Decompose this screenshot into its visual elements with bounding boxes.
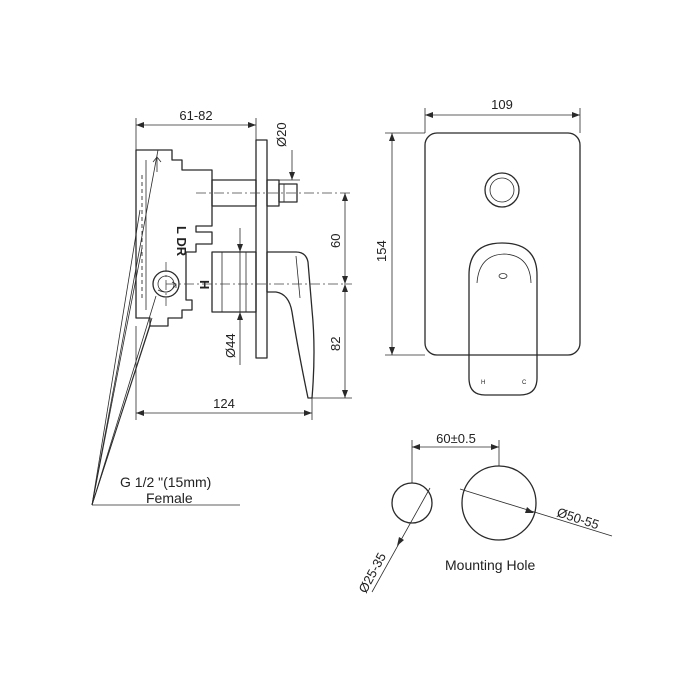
body-diameter-label: Ø44 (223, 333, 238, 358)
cover-plate-side (255, 139, 268, 359)
dim-arrow-body-bottom (237, 312, 243, 320)
lever-cold-label: C (522, 380, 527, 386)
small-hole-label: Ø25-35 (355, 550, 389, 595)
overall-depth-label: 124 (213, 396, 235, 411)
lever-handle-front (468, 242, 538, 396)
outlet-diameter-label: Ø20 (274, 122, 289, 147)
dim-arrow-left (136, 122, 144, 128)
lever-handle-edge (295, 255, 301, 299)
dim-arrow-60-bottom (342, 276, 348, 284)
large-hole (461, 465, 537, 541)
body-letters: L DR (174, 226, 189, 257)
diverter-button-outer (484, 172, 520, 208)
lever-inner-curve (476, 253, 532, 284)
depth-range-label: 61-82 (179, 108, 212, 123)
front-view: H C 109 154 (374, 97, 581, 396)
dim-line-large-hole (459, 488, 613, 537)
dim-arrow-height-bottom (389, 347, 395, 355)
diverter-button-inner (489, 177, 515, 203)
dim-arrow-depth-right (304, 410, 312, 416)
dim-arrow-body-top (237, 244, 243, 252)
dim-arrow-82-bottom (342, 390, 348, 398)
diverter-knob (278, 183, 298, 203)
leader-line-6 (91, 325, 151, 506)
centers-label: 60±0.5 (436, 431, 476, 446)
dim-arrow-small-hole (397, 537, 404, 546)
height-60-label: 60 (328, 234, 343, 248)
height-82-label: 82 (328, 337, 343, 351)
large-hole-label: Ø50-55 (555, 505, 601, 533)
dim-arrow-right (248, 122, 256, 128)
dim-arrow-centers-right (491, 444, 499, 450)
dim-arrow-centers-left (412, 444, 420, 450)
mounting-hole-diagram: 60±0.5 Ø25-35 Ø50-55 Mounting Hole (355, 431, 613, 595)
thread-size-label: G 1/2 "(15mm) (120, 474, 211, 490)
dim-arrow-depth-left (136, 410, 144, 416)
dim-arrow-60-top (342, 193, 348, 201)
cover-plate-front (424, 132, 581, 356)
lever-hot-label: H (481, 380, 485, 386)
leader-line-4 (91, 295, 157, 506)
side-view: L DR H 61-82 Ø20 (135, 108, 352, 420)
dim-arrow-width-left (425, 112, 433, 118)
valve-body (211, 251, 257, 313)
thread-type-label: Female (146, 490, 193, 506)
plate-height-label: 154 (374, 240, 389, 262)
plate-width-label: 109 (491, 97, 513, 112)
valve-housing (135, 149, 213, 327)
dim-arrow-height-top (389, 133, 395, 141)
dim-arrow-large-hole (525, 507, 534, 513)
dim-arrow-outlet (289, 172, 295, 180)
small-hole (391, 482, 433, 524)
leader-line-3 (91, 149, 159, 506)
mounting-caption: Mounting Hole (445, 557, 535, 573)
lever-handle-side (266, 251, 315, 399)
lever-logo-mark (498, 273, 508, 279)
leader-line-1 (91, 209, 141, 506)
hot-marker: H (197, 280, 212, 289)
dim-arrow-82-top (342, 284, 348, 292)
connection-callout: G 1/2 "(15mm) Female (91, 149, 240, 506)
dim-arrow-width-right (572, 112, 580, 118)
